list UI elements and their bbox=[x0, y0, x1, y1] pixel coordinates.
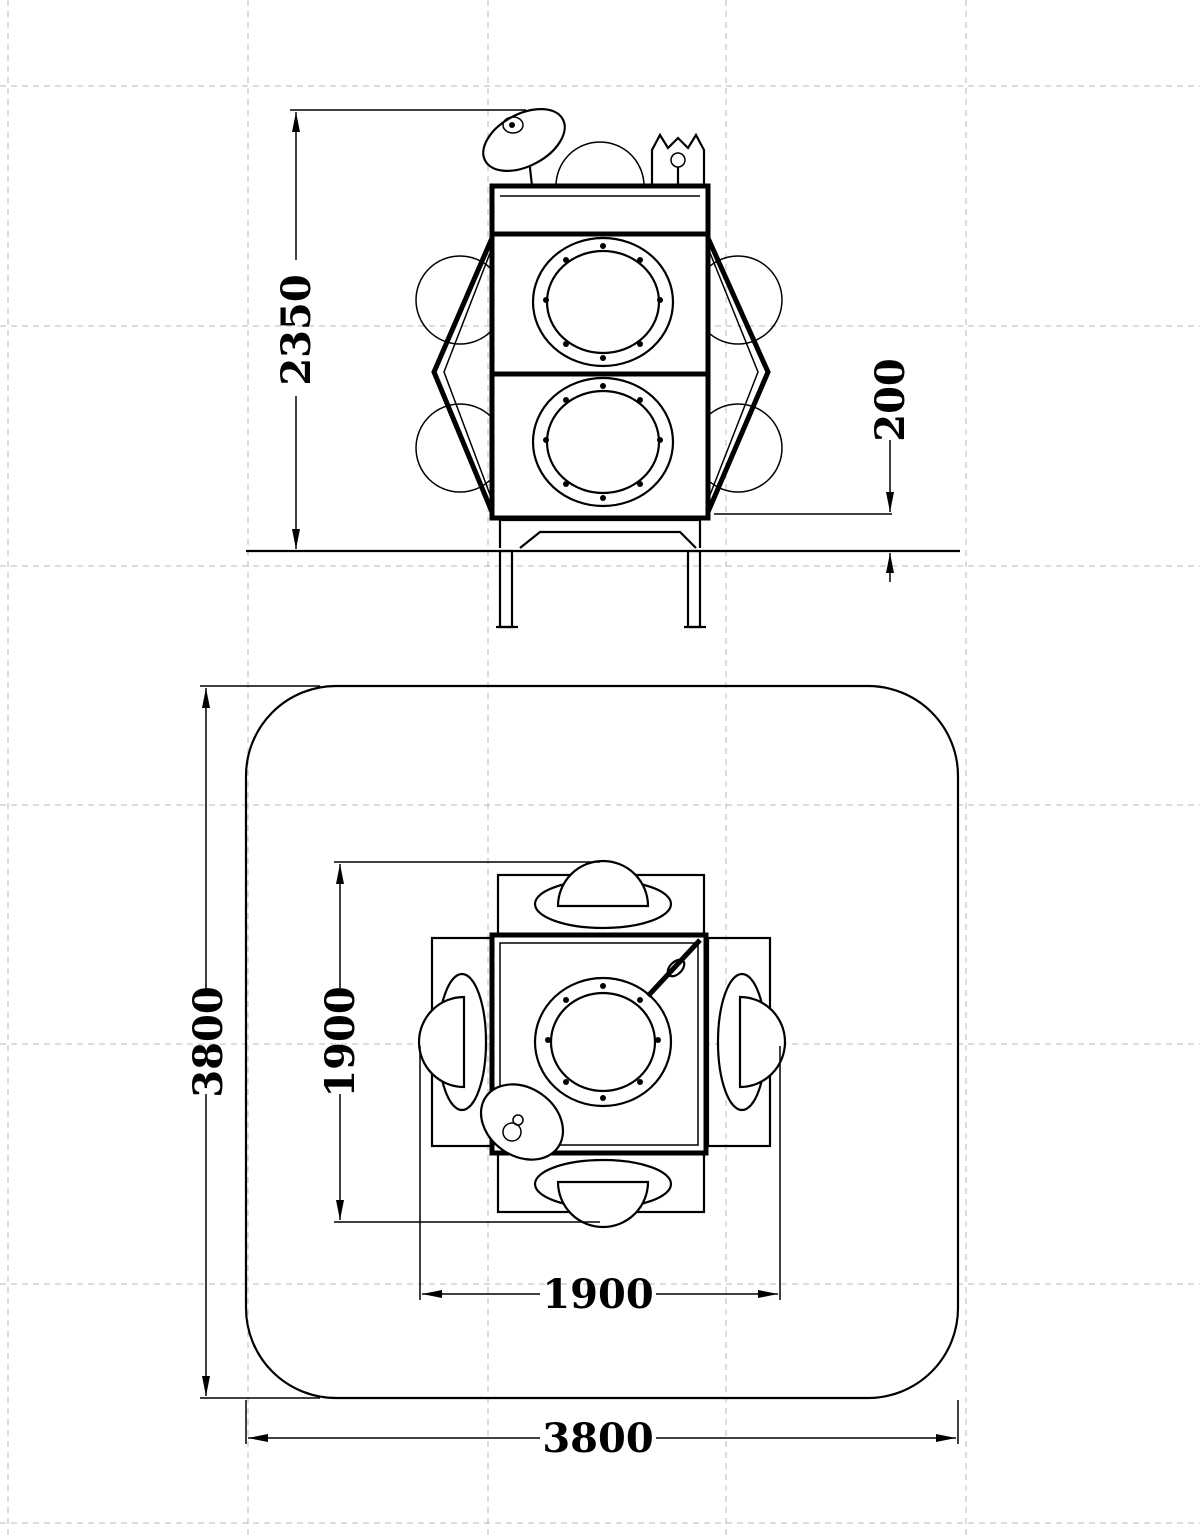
dimension-label-3800-vertical: 3800 bbox=[185, 986, 232, 1097]
porthole-upper bbox=[531, 236, 675, 368]
dome-south bbox=[533, 1158, 673, 1229]
top-porthole bbox=[533, 976, 673, 1108]
top-view: 3800 3800 1900 1900 bbox=[185, 684, 960, 1462]
dome-east bbox=[716, 972, 787, 1112]
dome-west bbox=[417, 972, 488, 1112]
hex-panel-right bbox=[705, 236, 771, 513]
dimension-label-3800-horizontal: 3800 bbox=[542, 1415, 653, 1462]
dimension-safety-depth: 3800 bbox=[185, 685, 320, 1399]
periscope-disc bbox=[482, 108, 566, 187]
safety-zone-outline bbox=[244, 684, 960, 1400]
dimension-label-2350: 2350 bbox=[273, 274, 320, 385]
dimension-equipment-width: 1900 bbox=[419, 1046, 781, 1318]
dimension-equipment-depth: 1900 bbox=[317, 861, 600, 1223]
top-dome bbox=[555, 141, 645, 187]
dimension-label-1900-horizontal: 1900 bbox=[542, 1271, 653, 1318]
dome-north bbox=[533, 859, 673, 930]
porthole-lower bbox=[531, 376, 675, 508]
dimension-safety-width: 3800 bbox=[245, 1400, 959, 1462]
support-legs bbox=[496, 549, 706, 629]
base-frame bbox=[498, 518, 702, 549]
hex-panel-left bbox=[431, 237, 495, 513]
dimension-label-1900-vertical: 1900 bbox=[317, 986, 364, 1097]
dimension-label-200: 200 bbox=[867, 358, 914, 442]
dimension-total-height: 2350 bbox=[273, 109, 526, 549]
side-view: 2350 200 bbox=[246, 108, 960, 629]
dimension-clearance: 200 bbox=[714, 358, 914, 582]
periscope-top bbox=[479, 938, 702, 1161]
top-crest bbox=[650, 132, 706, 186]
